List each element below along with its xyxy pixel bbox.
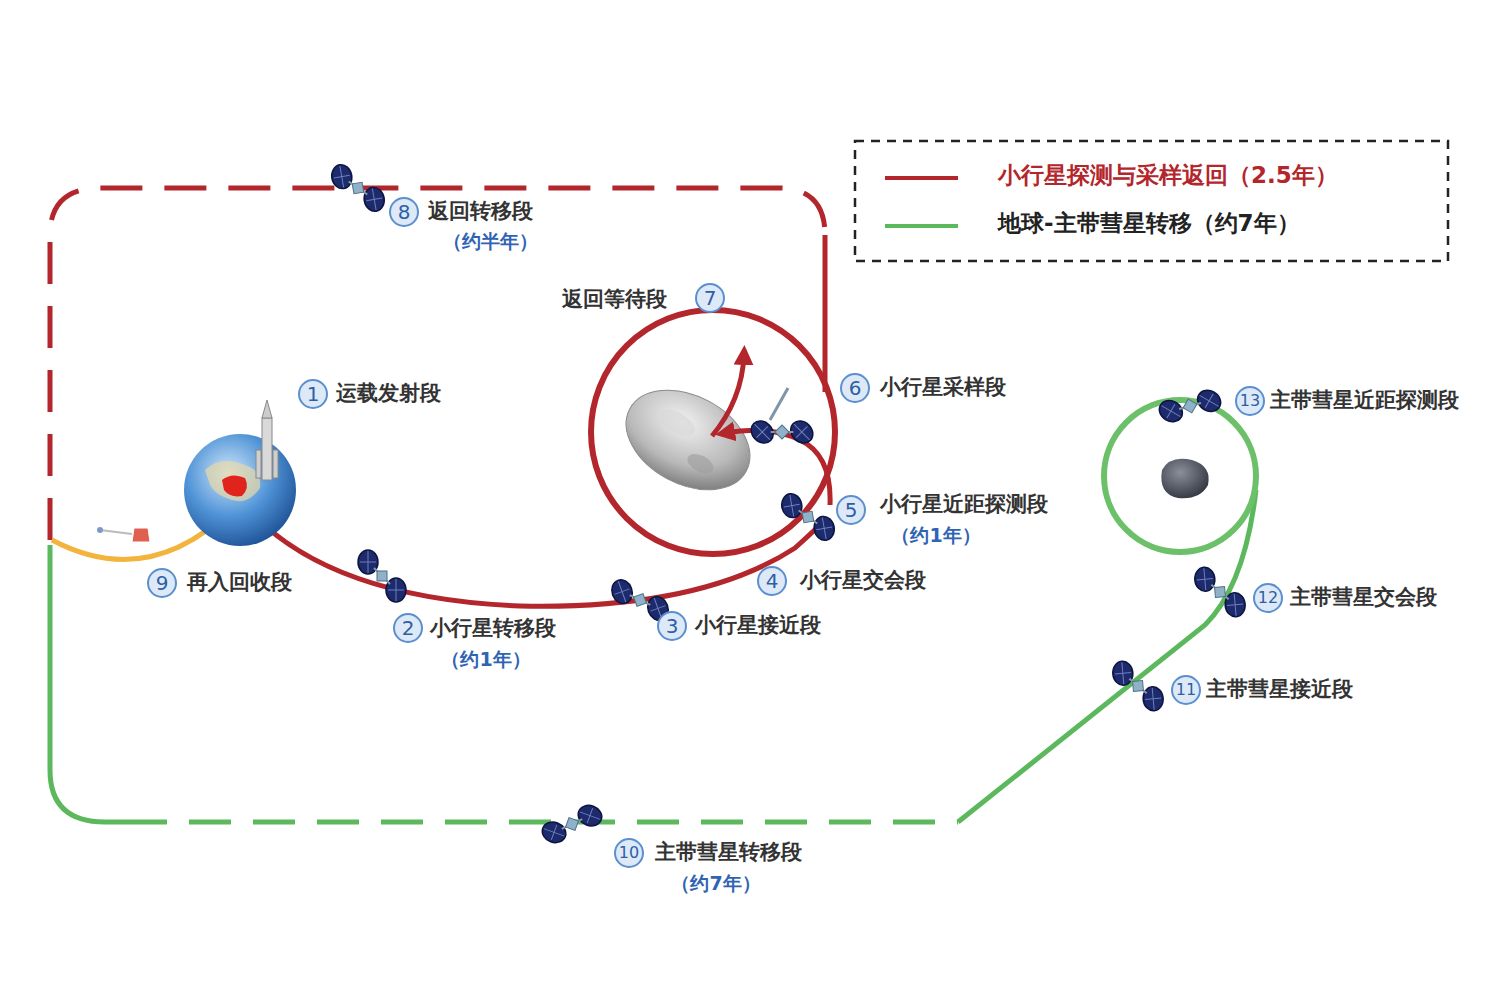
phase-label: 小行星接近段 [695, 614, 821, 637]
phase-label: 再入回收段 [187, 571, 292, 594]
callout-number: 13 [1235, 386, 1265, 416]
callout-number: 8 [389, 197, 419, 227]
callout-number: 12 [1253, 583, 1283, 613]
phase-label: 小行星转移段 [430, 617, 556, 640]
callout-number: 6 [840, 373, 870, 403]
callout-number: 11 [1171, 675, 1201, 705]
phase-label: 主带彗星近距探测段 [1270, 389, 1459, 412]
duration-label: （约1年） [441, 649, 530, 670]
duration-label: （约半年） [443, 231, 538, 252]
phase-label: 主带彗星接近段 [1206, 678, 1353, 701]
callout-number: 1 [298, 379, 328, 409]
duration-label: （约1年） [891, 525, 980, 546]
callout-number: 5 [836, 495, 866, 525]
phase-label: 主带彗星交会段 [1290, 586, 1437, 609]
legend-line [885, 176, 958, 180]
phase-label: 小行星交会段 [800, 569, 926, 592]
phase-label: 返回等待段 [562, 288, 667, 311]
legend-text: 小行星探测与采样返回（2.5年） [998, 163, 1338, 188]
callout-number: 7 [695, 283, 725, 313]
duration-label: （约7年） [671, 873, 760, 894]
phase-label: 运载发射段 [336, 382, 441, 405]
phase-label: 小行星近距探测段 [880, 493, 1048, 516]
legend-line [885, 224, 958, 228]
callout-number: 2 [393, 613, 423, 643]
callout-number: 4 [757, 566, 787, 596]
phase-label: 主带彗星转移段 [655, 841, 802, 864]
callout-number: 10 [614, 838, 644, 868]
phase-label: 小行星采样段 [880, 376, 1006, 399]
callout-number: 9 [147, 568, 177, 598]
callout-number: 3 [657, 611, 687, 641]
phase-label: 返回转移段 [428, 200, 533, 223]
legend-text: 地球-主带彗星转移（约7年） [998, 211, 1300, 236]
